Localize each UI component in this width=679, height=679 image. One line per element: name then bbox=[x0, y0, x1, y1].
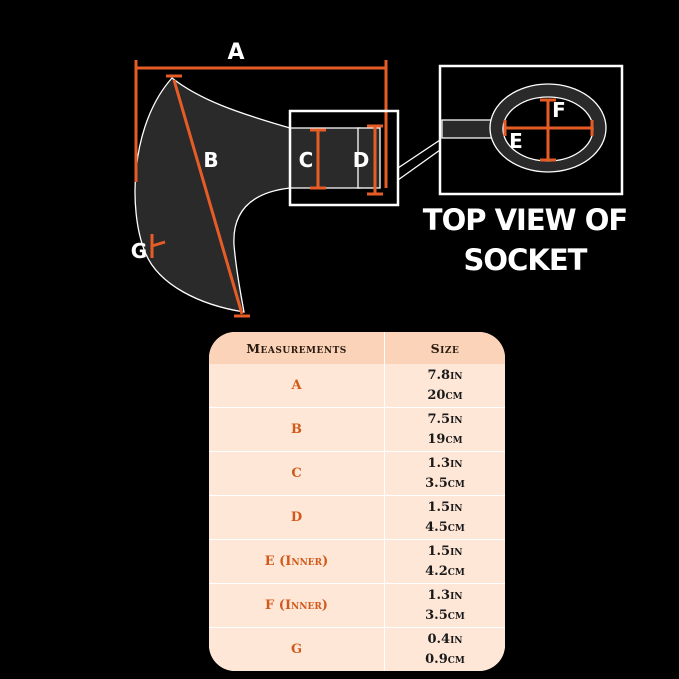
measurement-name: D bbox=[209, 496, 385, 539]
size-inches: 1.3in bbox=[427, 455, 463, 471]
size-centimeters: 4.2cm bbox=[425, 563, 465, 579]
measurement-size: 7.5in 19cm bbox=[385, 408, 505, 451]
measurement-name: G bbox=[209, 628, 385, 671]
measurement-name: C bbox=[209, 452, 385, 495]
table-row: A 7.8in 20cm bbox=[209, 364, 505, 407]
label-b: B bbox=[203, 148, 218, 172]
label-g: G bbox=[131, 239, 147, 263]
dimension-d bbox=[367, 124, 383, 196]
table-row: B 7.5in 19cm bbox=[209, 407, 505, 451]
dimension-f bbox=[540, 98, 556, 162]
size-centimeters: 0.9cm bbox=[425, 651, 465, 667]
dimension-g bbox=[150, 234, 166, 258]
size-inches: 0.4in bbox=[427, 631, 463, 647]
size-centimeters: 4.5cm bbox=[425, 519, 465, 535]
top-view-caption: TOP VIEW OF SOCKET bbox=[420, 200, 630, 280]
measurement-size: 1.3in 3.5cm bbox=[385, 452, 505, 495]
measurement-name: E (Inner) bbox=[209, 540, 385, 583]
socket-highlight-box bbox=[288, 109, 400, 207]
table-header-row: Measurements Size bbox=[209, 332, 505, 364]
size-inches: 7.5in bbox=[427, 411, 463, 427]
size-inches: 1.5in bbox=[427, 543, 463, 559]
dimension-a bbox=[134, 60, 388, 188]
size-centimeters: 19cm bbox=[427, 431, 463, 447]
measurement-size: 1.3in 3.5cm bbox=[385, 584, 505, 627]
axe-diagram: A B G C D E bbox=[131, 40, 624, 318]
measurement-size: 1.5in 4.5cm bbox=[385, 496, 505, 539]
size-inches: 1.3in bbox=[427, 587, 463, 603]
size-centimeters: 20cm bbox=[427, 387, 463, 403]
connector-lines bbox=[397, 139, 441, 181]
table-row: G 0.4in 0.9cm bbox=[209, 627, 505, 671]
label-c: C bbox=[299, 148, 314, 172]
dimension-b bbox=[166, 74, 250, 318]
header-size: Size bbox=[430, 340, 460, 356]
dimension-c bbox=[310, 128, 326, 190]
label-e: E bbox=[509, 129, 523, 153]
caption-line-2: SOCKET bbox=[463, 243, 588, 277]
measurement-size: 1.5in 4.2cm bbox=[385, 540, 505, 583]
label-d: D bbox=[353, 148, 370, 172]
measurement-size: 7.8in 20cm bbox=[385, 364, 505, 407]
table-row: F (Inner) 1.3in 3.5cm bbox=[209, 583, 505, 627]
table-row: D 1.5in 4.5cm bbox=[209, 495, 505, 539]
measurement-name: A bbox=[209, 364, 385, 407]
top-view-box bbox=[438, 64, 624, 196]
measurement-size: 0.4in 0.9cm bbox=[385, 628, 505, 671]
caption-line-1: TOP VIEW OF bbox=[422, 203, 628, 237]
axe-head-shape bbox=[134, 77, 361, 313]
size-centimeters: 3.5cm bbox=[425, 607, 465, 623]
measurement-name: F (Inner) bbox=[209, 584, 385, 627]
size-inches: 7.8in bbox=[427, 367, 463, 383]
label-a: A bbox=[227, 40, 244, 65]
measurement-name: B bbox=[209, 408, 385, 451]
label-f: F bbox=[552, 98, 566, 122]
size-centimeters: 3.5cm bbox=[425, 475, 465, 491]
table-row: E (Inner) 1.5in 4.2cm bbox=[209, 539, 505, 583]
size-inches: 1.5in bbox=[427, 499, 463, 515]
header-measurements: Measurements bbox=[209, 332, 385, 364]
table-row: C 1.3in 3.5cm bbox=[209, 451, 505, 495]
